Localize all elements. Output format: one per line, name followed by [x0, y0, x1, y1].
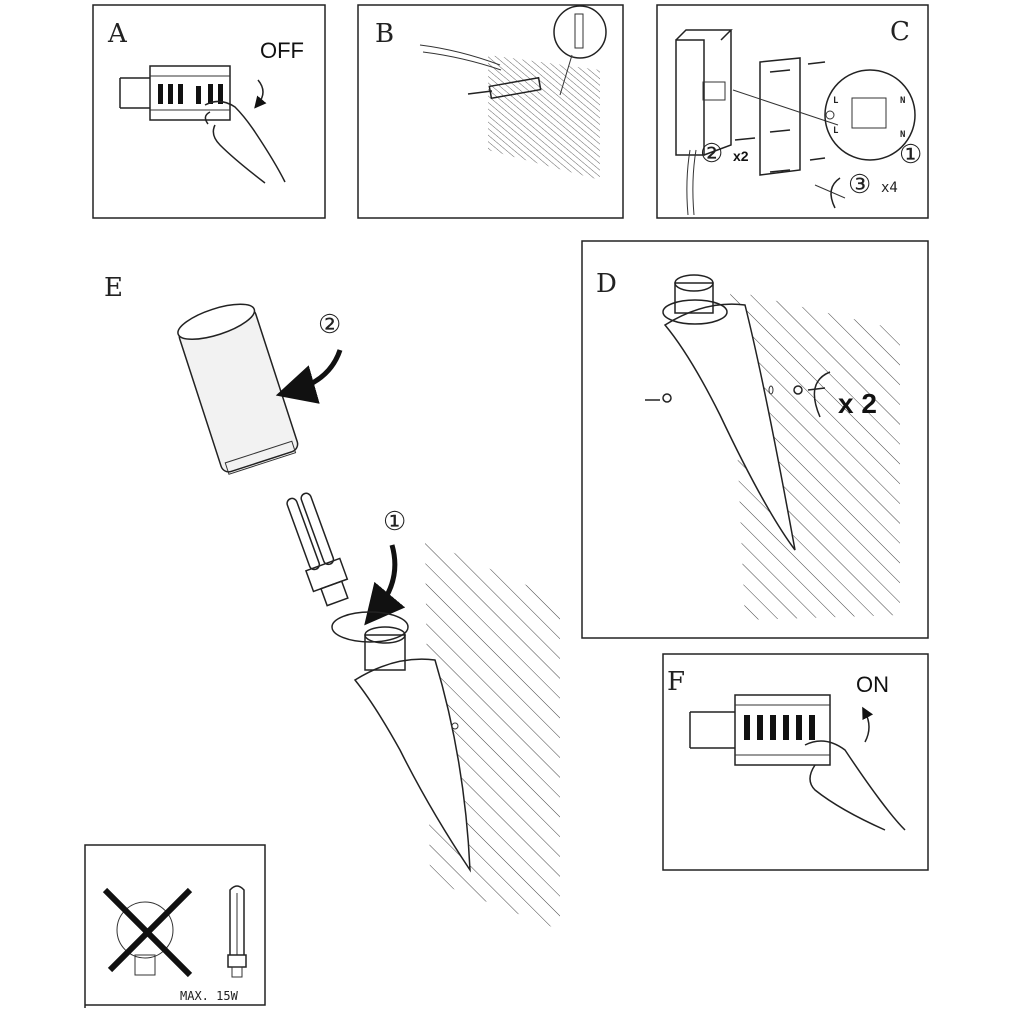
- hand-icon: [204, 100, 286, 184]
- mounting-bracket-icon: [488, 76, 542, 100]
- hand-icon: [804, 740, 906, 831]
- panel-c-wiring: C L N L N ① ② x2 ③ x4: [656, 4, 929, 219]
- panel-b-label: B: [375, 19, 394, 49]
- screw-icon: [793, 385, 826, 395]
- breaker-box-icon: [689, 694, 831, 766]
- down-arrow-icon: [364, 544, 406, 626]
- screws-icon: [734, 61, 826, 173]
- panel-d-label: D: [596, 269, 617, 299]
- terminal-n-label: N: [900, 130, 905, 140]
- no-incandescent-bulb-icon: [102, 887, 193, 978]
- panel-c-label: C: [890, 17, 910, 47]
- panel-a-switch-off: A OFF: [92, 4, 326, 219]
- glass-diffuser-icon: [177, 303, 299, 475]
- panel-a-label: A: [107, 19, 128, 49]
- terminal-l-label: L: [833, 126, 839, 136]
- wires-icon: [419, 44, 502, 71]
- wall-plug-detail: [553, 5, 607, 59]
- step-2-quantity: x2: [733, 148, 749, 164]
- rotate-arrow-icon: [830, 177, 841, 209]
- step-1-marker: ①: [383, 507, 406, 537]
- switch-off-label: OFF: [260, 38, 304, 63]
- panel-f-label: F: [667, 667, 685, 697]
- max-wattage-label: MAX. 15W: [180, 989, 239, 1003]
- terminal-n-label: N: [900, 96, 905, 106]
- cfl-bulb-icon: [286, 492, 349, 607]
- screw-quantity: x 2: [838, 388, 877, 419]
- panel-d-fixing-shade: D x 2: [581, 240, 929, 639]
- rotate-up-arrow-icon: [862, 706, 874, 743]
- ring-icon: [331, 611, 409, 643]
- rotate-down-arrow-icon: [254, 79, 267, 109]
- breaker-box-icon: [119, 65, 231, 121]
- lamp-shade-icon: [663, 303, 796, 551]
- terminal-detail: [824, 69, 916, 161]
- step-2-marker: ②: [318, 310, 341, 340]
- terminal-l-label: L: [833, 96, 839, 106]
- junction-box-icon: [675, 29, 733, 216]
- step-1-marker: ①: [899, 140, 922, 170]
- step-3-quantity: x4: [881, 180, 898, 196]
- cfl-bulb-icon: [227, 885, 247, 978]
- panel-f-switch-on: F ON: [662, 653, 929, 871]
- screw-icon: [467, 90, 493, 95]
- panel-b-wall-mount: B: [357, 4, 624, 219]
- wall-hatch: [730, 290, 900, 620]
- rotate-arrow-icon: [813, 371, 831, 418]
- step-2-marker: ②: [700, 139, 723, 169]
- down-arrow-icon: [275, 349, 343, 404]
- wall-hatch: [488, 55, 600, 180]
- bulb-compatibility-note: MAX. 15W: [84, 844, 266, 1008]
- lamp-shade-icon: [353, 658, 471, 873]
- earth-symbol-icon: [825, 110, 835, 120]
- screw-icon: [645, 393, 672, 403]
- cover-plate: [759, 57, 801, 176]
- panel-e-label: E: [104, 273, 123, 303]
- panel-e-bulb-assembly: E ② ①: [104, 273, 560, 930]
- step-3-marker: ③: [848, 170, 871, 200]
- switch-on-label: ON: [856, 672, 889, 697]
